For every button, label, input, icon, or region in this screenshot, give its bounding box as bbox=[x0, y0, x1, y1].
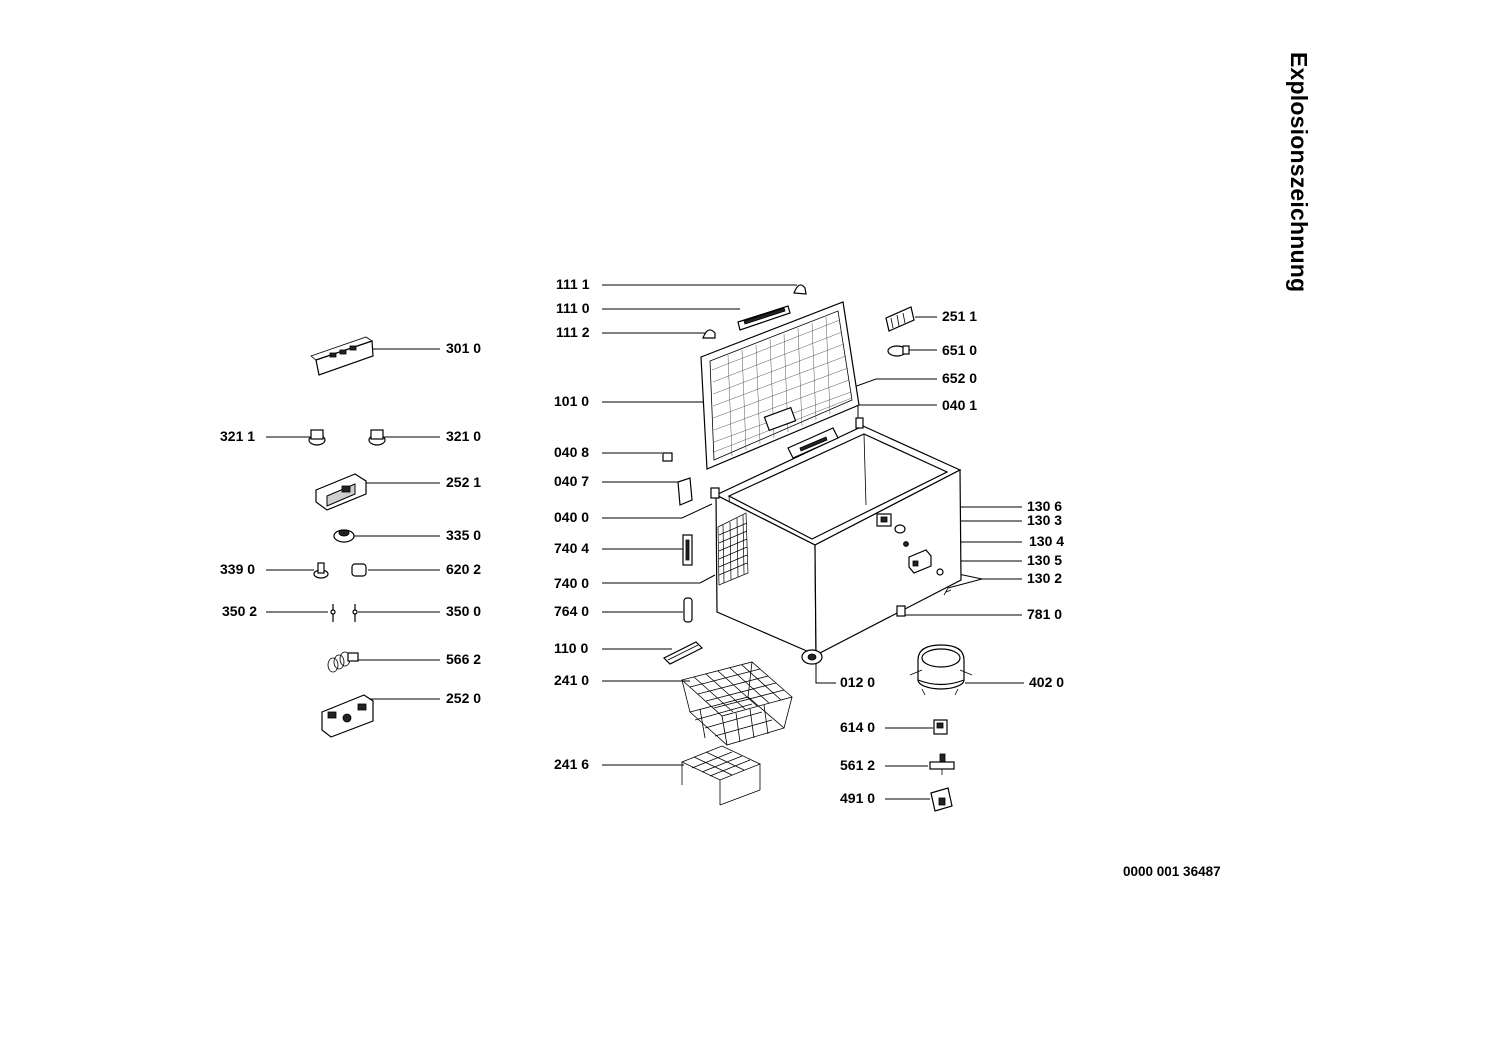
part-label: 040 1 bbox=[942, 397, 977, 413]
part-label: 110 0 bbox=[554, 640, 588, 656]
part-label: 130 6 bbox=[1027, 498, 1062, 514]
part-7640-dryer bbox=[683, 597, 693, 623]
part-1304-lamp bbox=[903, 541, 909, 547]
part-label: 651 0 bbox=[942, 342, 977, 358]
part-label: 339 0 bbox=[220, 561, 255, 577]
freezer-cabinet bbox=[710, 417, 962, 665]
part-label: 101 0 bbox=[554, 393, 589, 409]
part-label: 764 0 bbox=[554, 603, 589, 619]
part-label: 252 1 bbox=[446, 474, 481, 490]
part-6202-bulb-holder bbox=[351, 563, 367, 577]
part-3010-control-panel bbox=[310, 336, 374, 376]
part-5612-overload bbox=[929, 753, 955, 775]
document-number: 0000 001 36487 bbox=[1123, 864, 1221, 879]
part-3502-pin bbox=[330, 604, 336, 622]
page-title: Explosionszeichnung bbox=[1286, 52, 1312, 293]
part-label: 561 2 bbox=[840, 757, 875, 773]
part-6140-relay bbox=[933, 719, 948, 735]
part-label: 241 0 bbox=[554, 672, 589, 688]
part-5662-spring bbox=[327, 651, 359, 673]
part-3210-foot bbox=[368, 429, 386, 446]
part-label: 402 0 bbox=[1029, 674, 1064, 690]
part-label: 252 0 bbox=[446, 690, 481, 706]
part-label: 130 2 bbox=[1027, 570, 1062, 586]
part-label: 130 3 bbox=[1027, 512, 1062, 528]
leader-lines bbox=[266, 284, 1024, 800]
lid-assembly bbox=[700, 284, 860, 470]
part-label: 251 1 bbox=[942, 308, 977, 324]
part-2416-basket-divider bbox=[681, 745, 761, 806]
part-label: 740 4 bbox=[554, 540, 589, 556]
part-1100-hinge-cover bbox=[662, 641, 704, 665]
part-3211-foot bbox=[308, 429, 326, 446]
part-4020-compressor bbox=[909, 644, 973, 696]
part-label: 301 0 bbox=[446, 340, 481, 356]
part-label: 040 7 bbox=[554, 473, 589, 489]
part-3390-adjuster bbox=[313, 562, 329, 579]
part-label: 130 4 bbox=[1029, 533, 1064, 549]
part-label: 350 2 bbox=[222, 603, 257, 619]
part-4910-cover bbox=[930, 787, 953, 812]
part-label: 491 0 bbox=[840, 790, 875, 806]
part-3350-knob bbox=[333, 529, 355, 543]
part-1305-thermostat bbox=[908, 549, 932, 574]
part-1302-sensor bbox=[936, 568, 952, 596]
part-0408-clip bbox=[662, 452, 673, 462]
part-label: 740 0 bbox=[554, 575, 589, 591]
part-label: 614 0 bbox=[840, 719, 875, 735]
part-label: 241 6 bbox=[554, 756, 589, 772]
part-label: 620 2 bbox=[446, 561, 481, 577]
part-6510-lamp bbox=[887, 345, 910, 357]
part-label: 040 0 bbox=[554, 509, 589, 525]
part-labels: 111 1 111 0 111 2 101 0 040 8 040 7 040 … bbox=[220, 276, 1064, 806]
part-label: 111 2 bbox=[556, 324, 590, 340]
part-0407-hinge bbox=[677, 477, 693, 506]
part-label: 040 8 bbox=[554, 444, 589, 460]
part-2520-housing bbox=[321, 694, 374, 738]
part-label: 130 5 bbox=[1027, 552, 1062, 568]
part-label: 321 1 bbox=[220, 428, 255, 444]
part-label: 111 0 bbox=[556, 300, 590, 316]
condenser-coil bbox=[717, 512, 749, 586]
part-label: 781 0 bbox=[1027, 606, 1062, 622]
part-1303-knob bbox=[894, 524, 906, 534]
part-2410-basket bbox=[681, 661, 793, 746]
part-7404-bracket bbox=[682, 534, 693, 566]
part-2511-light-cover bbox=[885, 306, 915, 332]
part-label: 652 0 bbox=[942, 370, 977, 386]
part-2521-thermostat-housing bbox=[315, 473, 367, 511]
part-3500-pin bbox=[352, 604, 358, 622]
part-label: 111 1 bbox=[556, 276, 590, 292]
part-1306-switch bbox=[876, 513, 892, 527]
part-label: 566 2 bbox=[446, 651, 481, 667]
part-label: 350 0 bbox=[446, 603, 481, 619]
part-label: 335 0 bbox=[446, 527, 481, 543]
part-label: 321 0 bbox=[446, 428, 481, 444]
part-label: 012 0 bbox=[840, 674, 875, 690]
